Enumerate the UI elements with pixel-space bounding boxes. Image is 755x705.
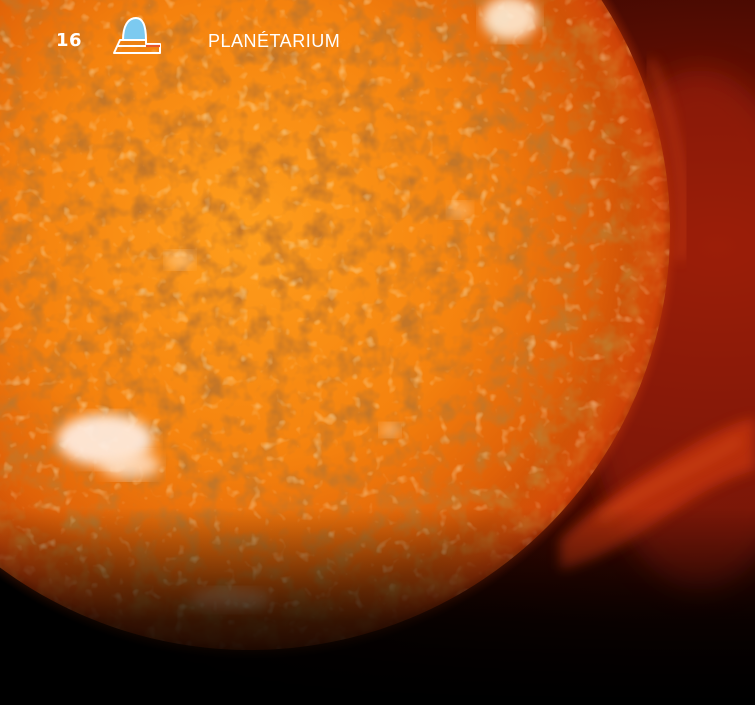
header: 16 PLANÉTARIUM [0,0,755,82]
planetarium-dome-icon [113,16,161,54]
page-number: 16 [56,30,83,51]
brand-name: PLANÉTARIUM [208,31,341,51]
